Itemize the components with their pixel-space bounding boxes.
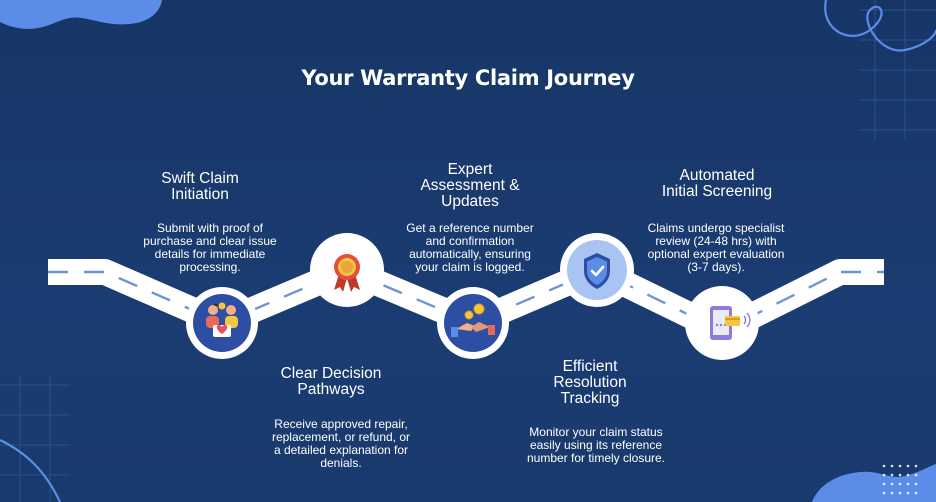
grid-decor-top-right	[860, 0, 936, 140]
handshake-coins-icon	[451, 303, 495, 337]
step-4-node	[560, 233, 634, 307]
dots-decor-bottom-right	[882, 464, 918, 495]
step-2-node	[310, 233, 384, 307]
step-5-node	[685, 286, 759, 360]
arc-decor-bottom-left	[0, 439, 61, 502]
loop-decor-top-right	[824, 0, 936, 52]
blob-decor-bottom-right	[812, 464, 936, 502]
step-2-description: Receive approved repair,replacement, or …	[271, 417, 411, 470]
step-3-node	[437, 287, 509, 359]
mobile-payment-icon	[710, 306, 751, 340]
shield-check-icon	[584, 253, 610, 289]
award-badge-icon	[334, 254, 360, 292]
page-title: Your Warranty Claim Journey	[301, 66, 635, 90]
customer-heart-icon	[206, 302, 238, 337]
blob-decor-top-left	[0, 0, 162, 29]
grid-decor-bottom-left	[0, 375, 70, 502]
step-1-node	[186, 287, 258, 359]
